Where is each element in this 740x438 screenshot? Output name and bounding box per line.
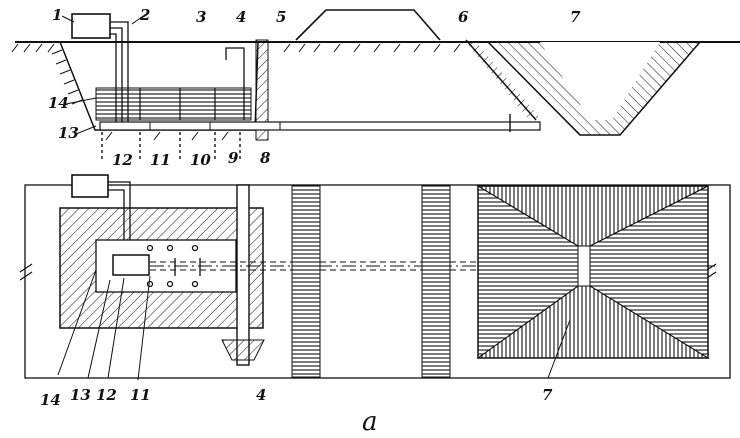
label-1: 1	[52, 6, 62, 24]
vertical-pipe	[225, 47, 245, 120]
label-4-plan: 4	[256, 386, 266, 404]
label-8: 8	[260, 149, 271, 167]
label-13: 13	[58, 124, 79, 142]
label-5: 5	[276, 8, 286, 26]
label-12: 12	[112, 151, 133, 169]
label-11-plan: 11	[130, 386, 151, 404]
label-14: 14	[48, 94, 69, 112]
label-14-plan: 14	[40, 391, 61, 409]
unit-box	[71, 13, 111, 39]
ground-hatching	[11, 43, 461, 53]
plan-strip-right	[421, 185, 451, 378]
bottom-labels: 14 13 12 11 4 7	[40, 386, 553, 409]
retaining-wall	[255, 39, 269, 141]
layered-stack	[96, 88, 251, 120]
label-10: 10	[190, 151, 211, 169]
cross-section	[11, 9, 740, 162]
dashed-wells	[101, 132, 241, 162]
label-4: 4	[236, 8, 246, 26]
label-3: 3	[196, 8, 206, 26]
label-7: 7	[570, 8, 581, 26]
label-9: 9	[228, 149, 239, 167]
label-7-plan: 7	[542, 386, 553, 404]
pipe	[110, 21, 129, 125]
label-13-plan: 13	[70, 386, 91, 404]
label-6: 6	[458, 8, 469, 26]
plan-view	[19, 174, 731, 379]
label-12-plan: 12	[96, 386, 117, 404]
figure-caption: a	[362, 407, 378, 437]
plan-strip-left	[291, 185, 321, 378]
label-11: 11	[150, 151, 171, 169]
plan-equipment	[112, 254, 150, 276]
horizontal-pipe	[99, 121, 541, 131]
plan-unit-box	[71, 174, 109, 198]
bottom-hatching	[105, 131, 229, 141]
mound	[295, 9, 441, 41]
plan-frame	[24, 184, 731, 379]
plan-vertical-pipe	[236, 184, 250, 366]
slope-hatching	[466, 42, 540, 118]
